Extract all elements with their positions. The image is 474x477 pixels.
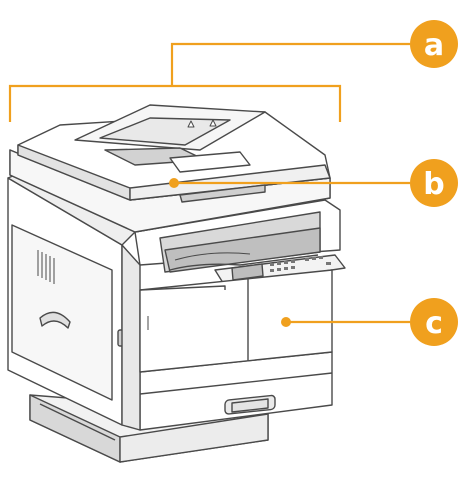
callout-b-target-dot bbox=[169, 178, 179, 188]
callout-badge-a: a bbox=[410, 20, 458, 68]
callout-c-target-dot bbox=[281, 317, 291, 327]
callout-a-stem bbox=[172, 44, 410, 86]
callout-badge-b: b bbox=[410, 159, 458, 207]
callout-badge-a-letter: a bbox=[424, 28, 444, 63]
callout-badge-c-letter: c bbox=[425, 306, 443, 341]
callout-badge-b-letter: b bbox=[423, 167, 444, 202]
printer-illustration bbox=[8, 105, 345, 462]
callout-badge-c: c bbox=[410, 298, 458, 346]
